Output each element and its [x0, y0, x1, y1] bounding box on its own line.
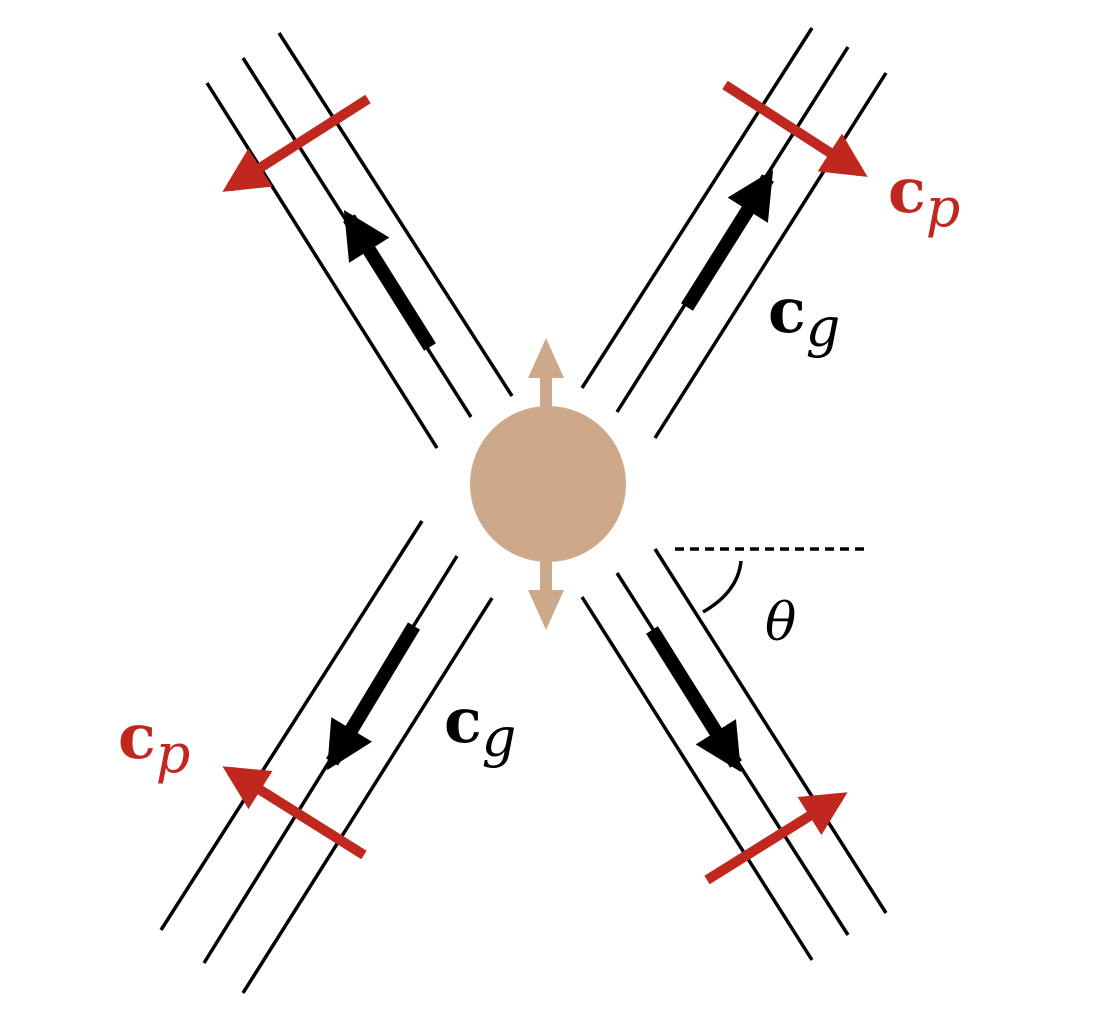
- phase-velocity-arrow-upper-right: [722, 80, 868, 177]
- label-group-velocity-lower-left: cg: [444, 684, 516, 769]
- oscillation-arrowhead-down: [528, 590, 564, 630]
- group-velocity-arrow-lower-left: [326, 622, 420, 771]
- label-angle-theta: θ: [765, 593, 796, 653]
- wave-line: [159, 520, 424, 931]
- wave-line: [241, 597, 494, 994]
- wave-line: [580, 27, 814, 389]
- beam-lower-left: [159, 520, 494, 994]
- group-velocity-arrow-upper-left: [343, 209, 436, 351]
- label-phase-velocity-upper-right: cp: [888, 154, 960, 239]
- oscillating-sphere: [470, 406, 626, 562]
- group-velocity-arrow-upper-right: [681, 169, 774, 311]
- label-group-velocity-upper-right: cg: [768, 274, 840, 359]
- wave-line: [580, 596, 814, 961]
- wave-line: [653, 72, 888, 439]
- wave-line: [277, 32, 514, 397]
- oscillation-arrowhead-up: [528, 338, 564, 378]
- phase-velocity-arrow-lower-left: [222, 766, 367, 860]
- phase-velocity-arrow-lower-right: [704, 792, 848, 885]
- wave-line: [205, 82, 439, 449]
- phase-velocity-arrow-upper-left: [222, 94, 371, 192]
- label-phase-velocity-lower-left: cp: [118, 700, 190, 785]
- angle-arc: [702, 560, 743, 614]
- oscillator: [470, 338, 626, 630]
- group-velocity-arrow-lower-right: [646, 626, 742, 773]
- wave-line: [653, 548, 888, 914]
